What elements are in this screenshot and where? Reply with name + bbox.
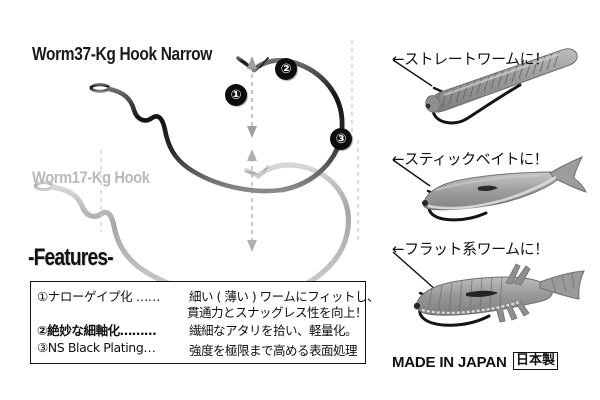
feature-label-3: ③NS Black Plating… bbox=[37, 340, 156, 355]
callout-stick-bait: ←スティックベイトに！ bbox=[392, 148, 549, 169]
japan-origin-badge: 日本製 bbox=[513, 352, 559, 370]
callout-leader-2 bbox=[392, 159, 431, 187]
callout-flat-worm: ←フラット系ワームに！ bbox=[392, 238, 549, 259]
callout-leader-1 bbox=[392, 59, 433, 87]
features-box: ①ナローゲイプ化 …… 細い ( 薄い ) ワームにフィットし、 貫通力とスナッ… bbox=[30, 281, 380, 364]
flatworm-nose bbox=[413, 302, 421, 310]
stickbait-belly bbox=[427, 175, 557, 210]
arrow-left-icon: ← bbox=[392, 50, 405, 68]
lure-flat-worm bbox=[413, 263, 585, 327]
feature-text-1b: 貫通力とスナッグレス性を向上！ bbox=[186, 305, 368, 320]
feature-label-2: ②絶妙な細軸化……… bbox=[37, 323, 157, 338]
hook-barb bbox=[259, 57, 269, 68]
hook-eye bbox=[89, 83, 111, 93]
feature-row: ③NS Black Plating… 強度を極限まで高める表面処理 bbox=[31, 340, 379, 359]
gray-hook-barb bbox=[260, 164, 270, 176]
callout-badge-1: ① bbox=[225, 84, 247, 106]
features-heading: -Features- bbox=[28, 244, 114, 271]
hook-bend bbox=[251, 58, 345, 193]
stickbait-hook-slot bbox=[478, 185, 498, 192]
feature-row: ②絶妙な細軸化……… 繊細なアタリを拾い、軽量化。 bbox=[31, 320, 379, 339]
hook-shank bbox=[106, 86, 285, 194]
worm-eye-ring-1 bbox=[425, 103, 431, 109]
arrow-left-icon: ← bbox=[392, 150, 405, 168]
dimension-gray-gap bbox=[100, 140, 359, 252]
callout-label-2: スティックベイトに！ bbox=[404, 150, 549, 168]
callout-leader-3 bbox=[392, 251, 437, 291]
worm-highlight-1 bbox=[443, 53, 561, 96]
stickbait-highlight bbox=[435, 174, 541, 191]
feature-label-1: ①ナローゲイプ化 …… bbox=[37, 289, 161, 304]
stickbait-tail bbox=[549, 156, 587, 193]
feature-text-1: 細い ( 薄い ) ワームにフィットし、 bbox=[189, 289, 380, 304]
stickbait-nose bbox=[422, 200, 428, 206]
feature-row: ①ナローゲイプ化 …… 細い ( 薄い ) ワームにフィットし、 bbox=[31, 286, 380, 305]
feature-text-3: 強度を極限まで高める表面処理 bbox=[189, 343, 358, 358]
callout-badge-2: ② bbox=[275, 58, 297, 80]
lure-stick-bait bbox=[422, 156, 587, 222]
dimension-narrow-gap bbox=[247, 40, 353, 140]
flatworm-hook-slot bbox=[466, 290, 498, 297]
callout-badge-3: ③ bbox=[330, 128, 352, 150]
flatworm-belly-seam bbox=[421, 300, 521, 314]
gray-hook-bend bbox=[255, 162, 352, 298]
gray-hook-point bbox=[243, 167, 261, 179]
worm-body-1 bbox=[429, 48, 578, 113]
arrow-left-icon: ← bbox=[392, 240, 405, 258]
gray-dim-arrow-top bbox=[247, 149, 257, 161]
feature-text-2: 繊細なアタリを拾い、軽量化。 bbox=[189, 323, 358, 338]
made-in-japan-text: MADE IN JAPAN bbox=[392, 354, 507, 371]
comparison-hook-label: Worm17-Kg Hook bbox=[32, 168, 150, 187]
lure-straight-worm bbox=[425, 48, 578, 125]
narrow-dim-arrow-top bbox=[247, 56, 257, 69]
flatworm-segments bbox=[427, 276, 503, 315]
flatworm-legs bbox=[495, 263, 531, 323]
callout-straight-worm: ←ストレートワームに！ bbox=[392, 48, 549, 69]
flatworm-tail-lines bbox=[551, 272, 575, 294]
page-title: Worm37-Kg Hook Narrow bbox=[32, 44, 212, 64]
gray-dim-arrow-bottom bbox=[247, 240, 257, 252]
narrow-dim-arrow-bottom bbox=[247, 126, 257, 138]
callout-label-1: ストレートワームに！ bbox=[404, 50, 549, 68]
callout-label-3: フラット系ワームに！ bbox=[404, 240, 549, 258]
